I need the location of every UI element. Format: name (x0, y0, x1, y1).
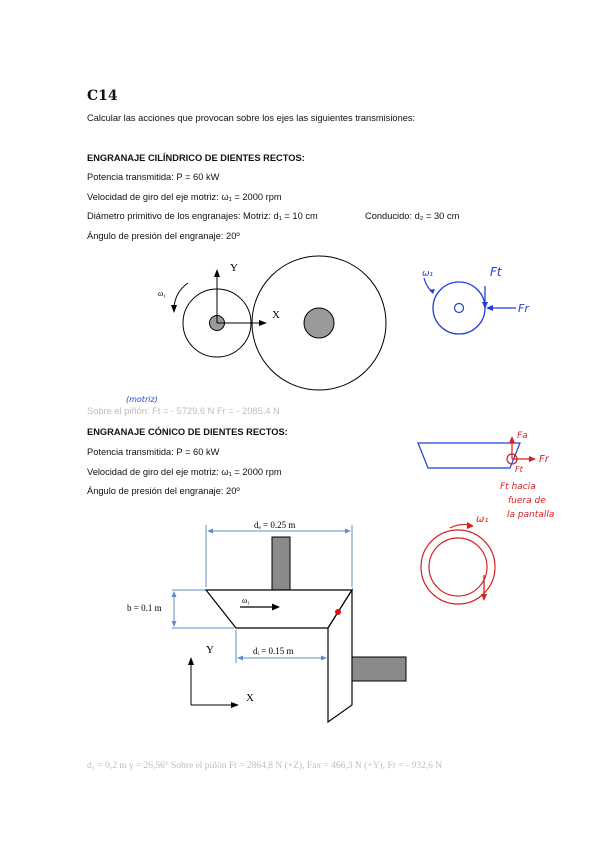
sketch-omega-label: ω₁ (422, 269, 434, 279)
y-axis-label: Y (206, 644, 214, 656)
cylindrical-speed: Velocidad de giro del eje motriz: ω₁ = 2… (87, 192, 282, 202)
motriz-note: (motriz) (126, 395, 158, 404)
conical-pressure-angle: Ángulo de presión del engranaje: 20º (87, 486, 240, 496)
cylindrical-power: Potencia transmitida: P = 60 kW (87, 172, 220, 182)
y-axis-label: Y (230, 262, 238, 274)
y-axis-arrowhead (214, 269, 220, 277)
conical-heading: ENGRANAJE CÓNICO DE DIENTES RECTOS: (87, 427, 288, 437)
omega-label: ω₁ (158, 289, 166, 298)
driven-cone (327, 587, 353, 724)
conical-speed: Velocidad de giro del eje motriz: ω₁ = 2… (87, 467, 282, 477)
pinion-forces-sketch: ω₁ Ft Fr (422, 265, 530, 335)
sketch-note-line-1: Ft hacia (500, 482, 536, 492)
sketch-note-line-3: la pantalla (507, 510, 554, 520)
driven-hub (303, 307, 335, 339)
sketch-fr-label: Fr (539, 454, 550, 465)
sketch-note-line-2: fuera de (508, 496, 546, 506)
x-axis-label: X (246, 692, 254, 704)
di-dimension-label: dᵢ = 0.15 m (253, 646, 294, 656)
pinion-cone (204, 589, 354, 629)
pinion-shaft (271, 536, 291, 591)
bevel-rotation-sketch: ω₁ (420, 514, 496, 605)
sketch-omega-label: ω₁ (476, 514, 488, 525)
sketch-ft-label: Ft (515, 465, 524, 474)
contact-point (335, 609, 341, 615)
sketch-ft-label: Ft (490, 265, 503, 279)
driven-shaft (351, 656, 407, 682)
cylindrical-pressure-angle: Ángulo de presión del engranaje: 20º (87, 231, 240, 241)
conical-answer: d₁ = 0,2 m γ = 26,56° Sobre el piñón Ft … (87, 761, 443, 771)
bevel-forces-sketch: Fa Fr Ft Ft hacia fuera de la pantalla (417, 431, 554, 520)
cylindrical-answer: Sobre el piñón: Ft = - 5729,6 N Fr = - 2… (87, 406, 280, 416)
sketch-fa-label: Fa (517, 431, 528, 441)
de-dimension-label: dₑ = 0.25 m (254, 520, 295, 530)
x-axis-label: X (272, 309, 280, 321)
bevel-gear-diagram: dₑ = 0.25 m b = 0.1 m dᵢ = 0.15 m ω₁ Y X (127, 520, 407, 724)
conical-power: Potencia transmitida: P = 60 kW (87, 447, 220, 457)
omega-label: ω₁ (242, 596, 250, 605)
b-dimension-label: b = 0.1 m (127, 603, 162, 613)
rotation-arrow (173, 282, 189, 309)
cylindrical-diameter-conducido: Conducido: d₂ = 30 cm (365, 211, 460, 221)
spur-gear-diagram: Y X ω₁ (158, 255, 387, 391)
problem-title: C14 (87, 88, 118, 104)
cylindrical-heading: ENGRANAJE CILÍNDRICO DE DIENTES RECTOS: (87, 153, 305, 163)
cylindrical-diameter-motriz: Diámetro primitivo de los engranajes: Mo… (87, 211, 318, 221)
sketch-fr-label: Fr (518, 302, 530, 315)
x-axis-arrowhead (259, 320, 267, 326)
problem-statement: Calcular las acciones que provocan sobre… (87, 113, 416, 123)
